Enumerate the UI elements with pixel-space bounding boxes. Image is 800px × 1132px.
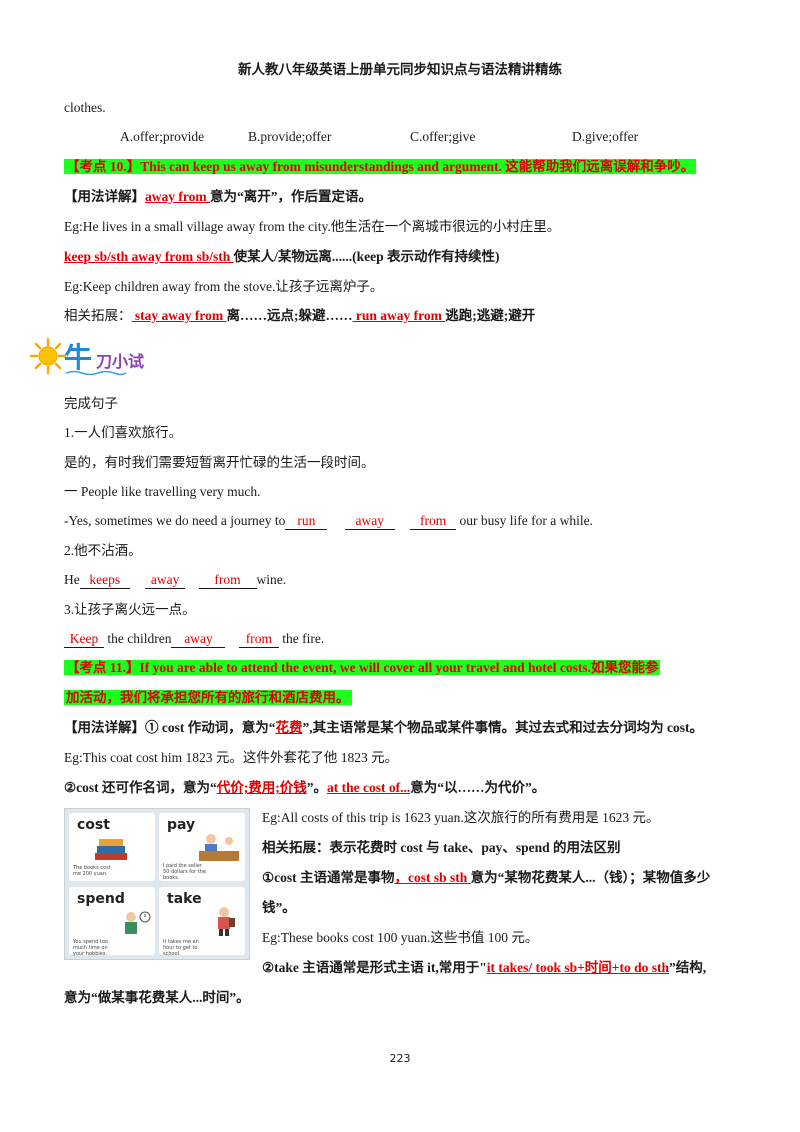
usage-label: 【用法详解】① [64,720,159,735]
extension-phrase-1: stay away from [131,308,227,323]
point10-extension: 相关拓展： stay away from 离……远点;躲避…… run away… [64,306,535,326]
answer-blank: from [238,631,279,648]
extension-text-1: 离……远点;躲避…… [226,308,353,323]
rule2-text-b: ”结构, [669,960,707,975]
answer-blank: from [410,513,457,530]
usage-label: 【用法详解】 [64,189,145,204]
rule2-text-a: ②take 主语通常是形式主语 it,常用于" [262,960,487,975]
answer-blank: away [344,513,395,530]
spend-word: spend [77,891,125,907]
keep-text: 使某人/某物远离......(keep 表示动作有持续性) [233,249,500,264]
option-d: D.give;offer [572,129,639,144]
point11-example1: Eg:This coat cost him 1823 元。这件外套花了他 182… [64,750,399,765]
noun-phrase: at the cost of... [326,780,411,795]
point11-heading-line2: 加活动，我们将承担您所有的旅行和酒店费用。 [64,688,352,708]
extension-phrase-2: run away from [352,308,446,323]
q2-prefix: He [64,572,80,587]
point11-example3: Eg:These books cost 100 yuan.这些书值 100 元。 [262,930,539,945]
noun-word: 代价;费用;价钱 [216,780,307,795]
question-2-cn: 2.他不沾酒。 [64,543,142,558]
spend-caption: You spend too much time on your hobbies. [73,939,109,957]
option-c: C.offer;give [410,129,476,144]
take-word: take [167,891,202,907]
point10-example1: Eg:He lives in a small village away from… [64,219,561,234]
answer-blank: from [198,572,257,589]
rule1-phrase: ，cost sb sth [394,870,471,885]
take-caption: It takes me an hour to get to school. [163,939,199,957]
extension-text-2: 逃跑;逃避;避开 [445,308,536,323]
pay-caption: I paid the seller 50 dollars for the boo… [163,863,206,881]
option-b: B.provide;offer [248,129,332,144]
noun-text-b: ”。 [306,780,327,795]
point11-extension: 相关拓展：表示花费时 cost 与 take、pay、spend 的用法区别 [262,840,621,855]
sun-icon [30,338,66,374]
point11-usage: 【用法详解】① cost 作动词，意为“花费”,其主语常是某个物品或某件事情。其… [64,718,703,738]
point10-example2: Eg:Keep children away from the stove.让孩子… [64,279,384,294]
point11-heading-line1: 【考点 11.】If you are able to attend the ev… [64,658,661,678]
q1-suffix: our busy life for a while. [456,513,593,528]
section-logo: 牛 刀小试 [30,336,160,376]
rule1-text-b: 意为“某物花费某人...（钱）；某物值多少 [470,870,711,885]
logo-big-char: 牛 [64,341,93,374]
option-a: A.offer;provide [120,129,205,144]
point11-rule2-cont: 意为“做某事花费某人...时间”。 [64,990,250,1005]
question-1-en: 一 People like travelling very much. [64,484,261,499]
point10-usage: 【用法详解】away from 意为“离开”，作后置定语。 [64,187,372,207]
pay-panel: pay I paid the seller 50 dollars for the… [159,813,245,881]
answer-blank: away [145,572,186,589]
keep-phrase: keep sb/sth away from sb/sth [64,249,234,264]
cost-caption: The books cost me 200 yuan. [73,865,111,877]
logo-small-chars: 刀小试 [96,352,145,371]
point10-heading-text: 【考点 10.】This can keep us away from misun… [64,159,697,174]
question-1-cn: 1.一人们喜欢旅行。 [64,425,183,440]
previous-question-tail: clothes. [64,100,106,115]
rule2-phrase: it takes/ took sb+时间+to do sth [486,960,670,975]
answer-blank: away [171,631,226,648]
point11-rule1: ①cost 主语通常是事物，cost sb sth 意为“某物花费某人...（钱… [262,868,710,888]
point11-noun-usage: ②cost 还可作名词，意为“代价;费用;价钱”。at the cost of.… [64,778,545,798]
page-header: 新人教八年级英语上册单元同步知识点与语法精讲精练 [238,62,562,78]
q3-suffix: the fire. [278,631,325,646]
noun-text-c: 意为“以……为代价”。 [410,780,546,795]
answer-blank: Keep [64,631,104,648]
usage-text-a: cost 作动词，意为“ [158,720,276,735]
point10-keep-rule: keep sb/sth away from sb/sth 使某人/某物远离...… [64,247,500,267]
exercise-title: 完成句子 [64,396,118,411]
rule1-text-a: ①cost 主语通常是事物 [262,870,395,885]
person-clock-icon [125,911,151,934]
point11-heading-text-1: 【考点 11.】If you are able to attend the ev… [64,660,661,675]
q3-middle: the children [104,631,172,646]
q1-prefix: -Yes, sometimes we do need a journey to [64,513,286,528]
usage-text-b: ”,其主语常是某个物品或某件事情。其过去式和过去分词均为 cost。 [302,720,704,735]
point10-heading: 【考点 10.】This can keep us away from misun… [64,157,697,177]
point11-example2: Eg:All costs of this trip is 1623 yuan.这… [262,810,660,825]
spend-panel: spend You spend too much time on your ho… [69,887,155,957]
take-panel: take It takes me an hour to get to schoo… [159,887,245,957]
noun-text-a: ②cost 还可作名词，意为“ [64,780,217,795]
answer-blank: keeps [79,572,130,589]
usage-phrase: away from [145,189,210,204]
question-1-cn-reply: 是的，有时我们需要短暂离开忙碌的生活一段时间。 [64,455,375,470]
books-icon [95,839,127,860]
logo-underline [66,370,126,376]
usage-word: 花费 [275,720,303,735]
student-backpack-icon [218,907,235,936]
shop-counter-icon [199,834,239,861]
point11-rule2: ②take 主语通常是形式主语 it,常用于"it takes/ took sb… [262,958,706,978]
q2-suffix: wine. [256,572,287,587]
usage-text: 意为“离开”，作后置定语。 [210,189,372,204]
cost-pay-spend-take-illustration: cost The books cost me 200 yuan. pay I p… [64,808,250,960]
answer-blank: run [285,513,328,530]
page-number: 223 [389,1052,411,1065]
point11-rule1-cont: 钱”。 [262,900,296,915]
cost-word: cost [77,817,110,833]
question-3-cn: 3.让孩子离火远一点。 [64,602,196,617]
point11-heading-text-2: 加活动，我们将承担您所有的旅行和酒店费用。 [64,690,352,705]
pay-word: pay [167,817,196,833]
extension-label: 相关拓展： [64,308,132,323]
cost-panel: cost The books cost me 200 yuan. [69,813,155,881]
